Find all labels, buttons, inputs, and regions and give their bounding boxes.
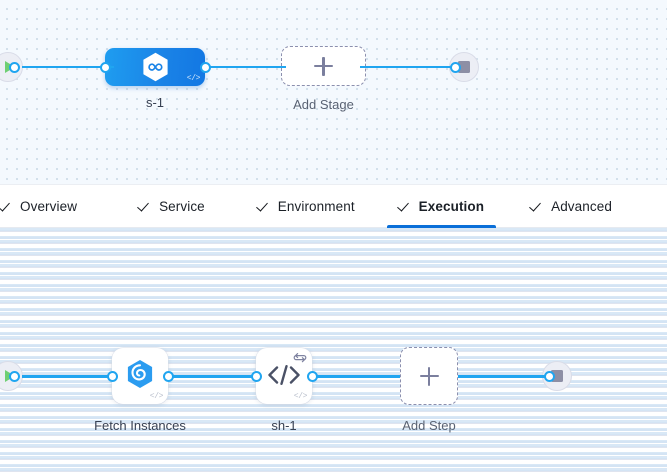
tab-execution[interactable]: Execution — [386, 185, 497, 228]
stage-config-tabs: Overview Service Environment Execution A… — [0, 184, 667, 228]
tab-label: Execution — [418, 198, 485, 214]
tab-overview[interactable]: Overview — [0, 185, 77, 227]
link-start-to-stage — [22, 65, 114, 69]
step-node-sh-1[interactable]: </> — [256, 348, 312, 404]
stage-code-badge: </> — [186, 74, 201, 83]
tab-environment[interactable]: Environment — [258, 185, 355, 227]
stage-node-s-1[interactable]: </> — [105, 48, 205, 86]
hexagon-infinity-icon — [142, 52, 169, 82]
execution-steps-canvas[interactable]: </> Fetch Instances — [0, 228, 667, 475]
link-step2-to-add — [315, 375, 400, 378]
add-stage-button[interactable] — [281, 46, 366, 86]
add-step-label: Add Step — [402, 418, 456, 433]
tab-advanced[interactable]: Advanced — [531, 185, 612, 227]
plus-icon — [314, 56, 333, 76]
port-stage-in[interactable] — [99, 61, 111, 73]
port-step1-out[interactable] — [162, 371, 174, 382]
add-stage-label: Add Stage — [293, 97, 354, 112]
tab-label: Service — [159, 198, 205, 214]
check-icon — [0, 200, 13, 213]
port-start-out[interactable] — [9, 61, 20, 73]
link-add-to-end — [458, 375, 550, 378]
tab-label: Advanced — [551, 198, 612, 214]
link-start-to-step1 — [22, 375, 112, 378]
check-icon — [399, 200, 412, 213]
step-label-fetch-instances: Fetch Instances — [94, 418, 186, 433]
check-icon — [139, 200, 152, 213]
port-stage-out[interactable] — [199, 61, 211, 73]
link-stage-to-add — [200, 65, 286, 69]
harness-swirl-icon — [126, 359, 154, 394]
port-step2-out[interactable] — [306, 371, 318, 382]
step-node-fetch-instances[interactable]: </> — [112, 348, 168, 404]
stop-square — [458, 61, 470, 73]
stage-label: s-1 — [145, 95, 165, 110]
repeat-loop-icon — [293, 351, 307, 365]
step-code-badge: </> — [293, 392, 308, 401]
tab-service[interactable]: Service — [139, 185, 205, 227]
port-step1-in[interactable] — [106, 371, 118, 382]
check-icon — [258, 200, 271, 213]
link-add-to-end — [360, 65, 456, 69]
port-steps-end-in[interactable] — [544, 371, 555, 382]
tab-label: Overview — [20, 198, 78, 214]
step-label-sh-1: sh-1 — [271, 418, 297, 433]
link-step1-to-step2 — [170, 375, 255, 378]
port-step2-in[interactable] — [250, 371, 262, 382]
pipeline-stages-canvas[interactable]: </> s-1 Add Stage — [0, 0, 667, 184]
port-end-in[interactable] — [450, 61, 461, 73]
add-step-button[interactable] — [400, 347, 458, 405]
check-icon — [531, 200, 544, 213]
step-code-badge: </> — [149, 392, 164, 401]
port-steps-start-out[interactable] — [9, 371, 20, 382]
plus-icon — [419, 366, 439, 386]
tab-label: Environment — [277, 198, 355, 214]
code-brackets-icon — [267, 364, 301, 391]
